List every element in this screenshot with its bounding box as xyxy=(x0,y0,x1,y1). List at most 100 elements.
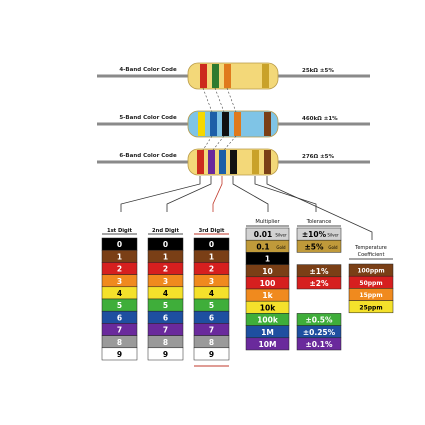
multiplier-label: 10M xyxy=(259,340,277,349)
multiplier-label: 0.1 xyxy=(256,242,269,251)
digit-label: 7 xyxy=(117,326,122,335)
resistor-band xyxy=(264,150,271,174)
tolerance-cell xyxy=(296,337,342,351)
digit-label: 3 xyxy=(117,277,122,286)
digit-label: 3 xyxy=(209,277,214,286)
resistor-band xyxy=(222,112,229,136)
guide-line xyxy=(223,135,237,151)
multiplier-label: 1 xyxy=(265,255,270,264)
tolerance-sub-label: Gold xyxy=(328,245,338,250)
resistor-value: 25kΩ ±5% xyxy=(302,68,334,74)
resistor-band xyxy=(234,112,241,136)
digit-table-header: 1st Digit xyxy=(107,228,133,234)
resistor-band xyxy=(219,150,226,174)
tempco-label: 100ppm xyxy=(357,268,384,275)
leader-line xyxy=(232,176,269,212)
resistor-label: 6-Band Color Code xyxy=(119,153,177,159)
resistor-band xyxy=(264,112,271,136)
guide-line xyxy=(202,135,213,151)
digit-label: 8 xyxy=(117,338,122,347)
digit-label: 6 xyxy=(163,313,168,322)
multiplier-label: 10k xyxy=(260,303,276,312)
digit-label: 2 xyxy=(117,265,122,274)
digit-label: 4 xyxy=(209,289,214,298)
resistor-1: 4-Band Color Code 25kΩ ±5% xyxy=(97,62,370,90)
digit-label: 2 xyxy=(163,265,168,274)
tolerance-label: ±10% xyxy=(302,230,327,239)
tolerance-header: Tolerance xyxy=(306,219,332,225)
digit-cell xyxy=(147,347,184,361)
tempco-label: 25ppm xyxy=(359,304,382,311)
resistor-band xyxy=(210,112,217,136)
resistor-band xyxy=(224,64,231,88)
tolerance-cell xyxy=(296,276,342,290)
resistor-label: 4-Band Color Code xyxy=(119,67,177,73)
resistor-band xyxy=(198,112,205,136)
digit-label: 1 xyxy=(163,252,168,261)
digit-label: 6 xyxy=(209,313,214,322)
guide-line xyxy=(212,135,225,151)
digit-label: 1 xyxy=(209,252,214,261)
tolerance-label: ±1% xyxy=(309,267,329,276)
digit-label: 7 xyxy=(209,326,214,335)
digit-label: 8 xyxy=(163,338,168,347)
digit-label: 9 xyxy=(117,350,122,359)
digit-label: 6 xyxy=(117,313,122,322)
resistor-band xyxy=(208,150,215,174)
tempco-header-line2: Coefficient xyxy=(358,252,385,258)
digit-label: 0 xyxy=(163,240,168,249)
tempco-header-line1: Temperature xyxy=(354,245,387,251)
tolerance-label: ±0.5% xyxy=(305,316,333,325)
guide-line xyxy=(202,87,213,113)
multiplier-label: 100 xyxy=(260,279,276,288)
resistor-band xyxy=(212,64,219,88)
digit-label: 1 xyxy=(117,252,122,261)
resistor-value: 460kΩ ±1% xyxy=(302,116,338,122)
digit-table-3: 3rd Digit 0 1 2 3 4 5 6 7 8 9 xyxy=(193,228,230,367)
multiplier-label: 10 xyxy=(262,267,272,276)
digit-cell xyxy=(101,347,138,361)
guide-line xyxy=(214,87,225,113)
multiplier-sub-label: Gold xyxy=(276,245,286,250)
digit-label: 4 xyxy=(117,289,122,298)
multiplier-label: 1M xyxy=(261,328,274,337)
digit-label: 9 xyxy=(209,350,214,359)
digit-label: 5 xyxy=(209,301,214,310)
multiplier-label: 1k xyxy=(262,291,273,300)
digit-cell xyxy=(193,347,230,361)
digit-table-header: 2nd Digit xyxy=(152,228,179,234)
multiplier-label: 100k xyxy=(257,316,279,325)
resistor-band xyxy=(200,64,207,88)
digit-label: 3 xyxy=(163,277,168,286)
resistor-label: 5-Band Color Code xyxy=(119,115,177,121)
guide-line xyxy=(226,87,237,113)
tempco-label: 50ppm xyxy=(359,280,382,287)
leader-line xyxy=(212,176,223,212)
digit-label: 9 xyxy=(163,350,168,359)
digit-label: 7 xyxy=(163,326,168,335)
tolerance-label: ±0.1% xyxy=(305,340,333,349)
digit-label: 0 xyxy=(209,240,214,249)
multiplier-cell xyxy=(245,337,290,351)
resistor-band xyxy=(252,150,259,174)
digit-label: 2 xyxy=(209,265,214,274)
leader-line xyxy=(120,176,201,212)
digit-label: 5 xyxy=(163,301,168,310)
digit-table-header: 3rd Digit xyxy=(199,228,225,234)
tolerance-table: Tolerance±10%Silver±5%Gold±1%±2%±0.5%±0.… xyxy=(296,219,342,351)
digit-label: 8 xyxy=(209,338,214,347)
tempco-label: 15ppm xyxy=(359,292,382,299)
tolerance-label: ±0.25% xyxy=(303,328,336,337)
resistor-band xyxy=(262,64,269,88)
leader-line xyxy=(266,176,373,240)
leader-line xyxy=(166,176,212,212)
tolerance-label: ±2% xyxy=(309,279,329,288)
resistor-band xyxy=(230,150,237,174)
digit-label: 0 xyxy=(117,240,122,249)
multiplier-header: Multiplier xyxy=(255,219,280,225)
